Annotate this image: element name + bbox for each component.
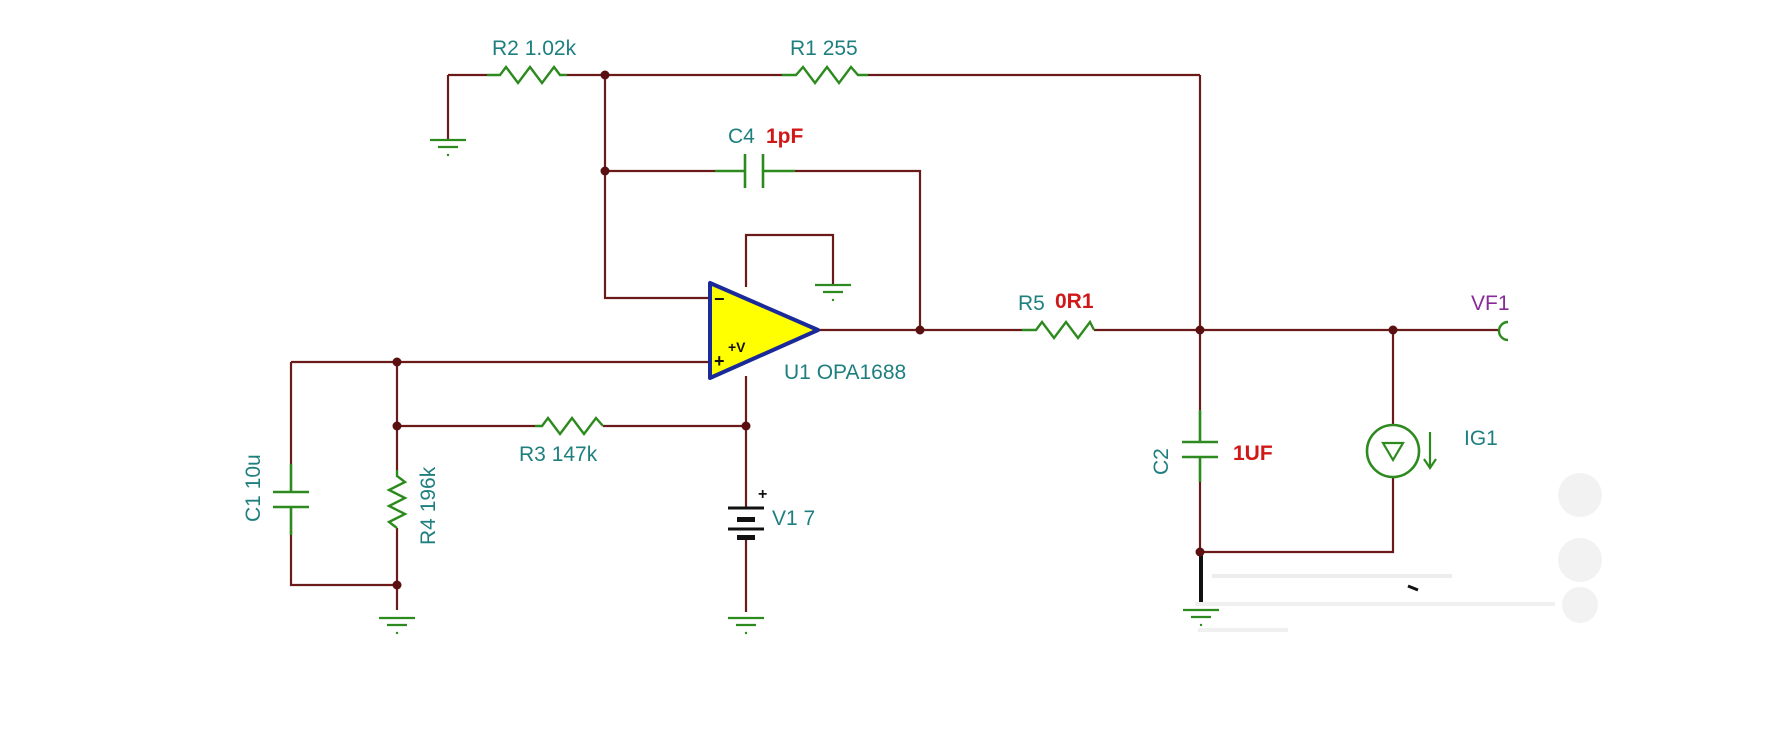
- watermark-smudge: [1195, 574, 1555, 632]
- resistor-r5[interactable]: R5 0R1: [1018, 290, 1096, 340]
- c2-ref: C2: [1150, 448, 1173, 475]
- u1-value: OPA1688: [817, 361, 907, 384]
- wires: [289, 73, 1498, 612]
- r2-value: 1.02k: [525, 37, 577, 60]
- capacitor-c1[interactable]: C1 10u: [242, 454, 309, 535]
- r5-value: 0R1: [1055, 290, 1094, 313]
- r4-ref: R4: [417, 518, 440, 545]
- c1-ref: C1: [242, 495, 265, 522]
- r4-value: 196k: [417, 466, 440, 512]
- junctions: [392, 70, 1398, 590]
- resistor-r2[interactable]: R2 1.02k: [487, 37, 577, 85]
- capacitor-c2[interactable]: C2 1UF: [1150, 410, 1273, 482]
- opamp-u1[interactable]: − + +V U1 OPA1688: [708, 281, 906, 384]
- ground-symbol-c2: [1183, 608, 1219, 627]
- c2-value: 1UF: [1233, 442, 1273, 465]
- c1-value: 10u: [242, 454, 265, 489]
- v1-label: V1 7: [772, 507, 815, 530]
- r3-value: 147k: [552, 443, 598, 466]
- c4-value: 1pF: [766, 125, 804, 148]
- r3-ref: R3: [519, 443, 546, 466]
- battery-v1[interactable]: + V1 7: [728, 486, 815, 540]
- current-source-ig1[interactable]: IG1: [1365, 423, 1498, 479]
- resistor-r3[interactable]: R3 147k: [519, 416, 604, 466]
- ground-symbol-opamp: [815, 283, 851, 302]
- c4-ref: C4: [728, 125, 755, 148]
- r2-label: R2 1.02k: [492, 37, 577, 60]
- ground-symbol-r4: [379, 616, 415, 635]
- r4-label: R4 196k: [417, 466, 440, 545]
- u1-label: U1 OPA1688: [784, 361, 906, 384]
- ground-symbol-r2: [430, 138, 466, 157]
- c1-label: C1 10u: [242, 454, 265, 522]
- vf1-label: VF1: [1471, 292, 1510, 315]
- r5-ref: R5: [1018, 292, 1045, 315]
- capacitor-c4[interactable]: C4 1pF: [715, 125, 804, 188]
- resistor-r4[interactable]: R4 196k: [386, 466, 440, 545]
- r2-ref: R2: [492, 37, 519, 60]
- opamp-minus-sign: −: [714, 289, 725, 309]
- resistor-r1[interactable]: R1 255: [782, 37, 868, 85]
- voltage-probe-vf1[interactable]: VF1: [1471, 292, 1510, 342]
- v1-polarity: +: [758, 486, 767, 503]
- opamp-supply-label: +V: [728, 339, 746, 355]
- r3-label: R3 147k: [519, 443, 598, 466]
- v1-value: 7: [804, 507, 816, 530]
- r1-value: 255: [823, 37, 858, 60]
- v1-ref: V1: [772, 507, 798, 530]
- r1-ref: R1: [790, 37, 817, 60]
- u1-ref: U1: [784, 361, 811, 384]
- opamp-plus-sign: +: [714, 351, 725, 371]
- edge-circles: [1558, 473, 1602, 623]
- ground-symbol-v1: [728, 616, 764, 635]
- r1-label: R1 255: [790, 37, 858, 60]
- ig1-label: IG1: [1464, 427, 1498, 450]
